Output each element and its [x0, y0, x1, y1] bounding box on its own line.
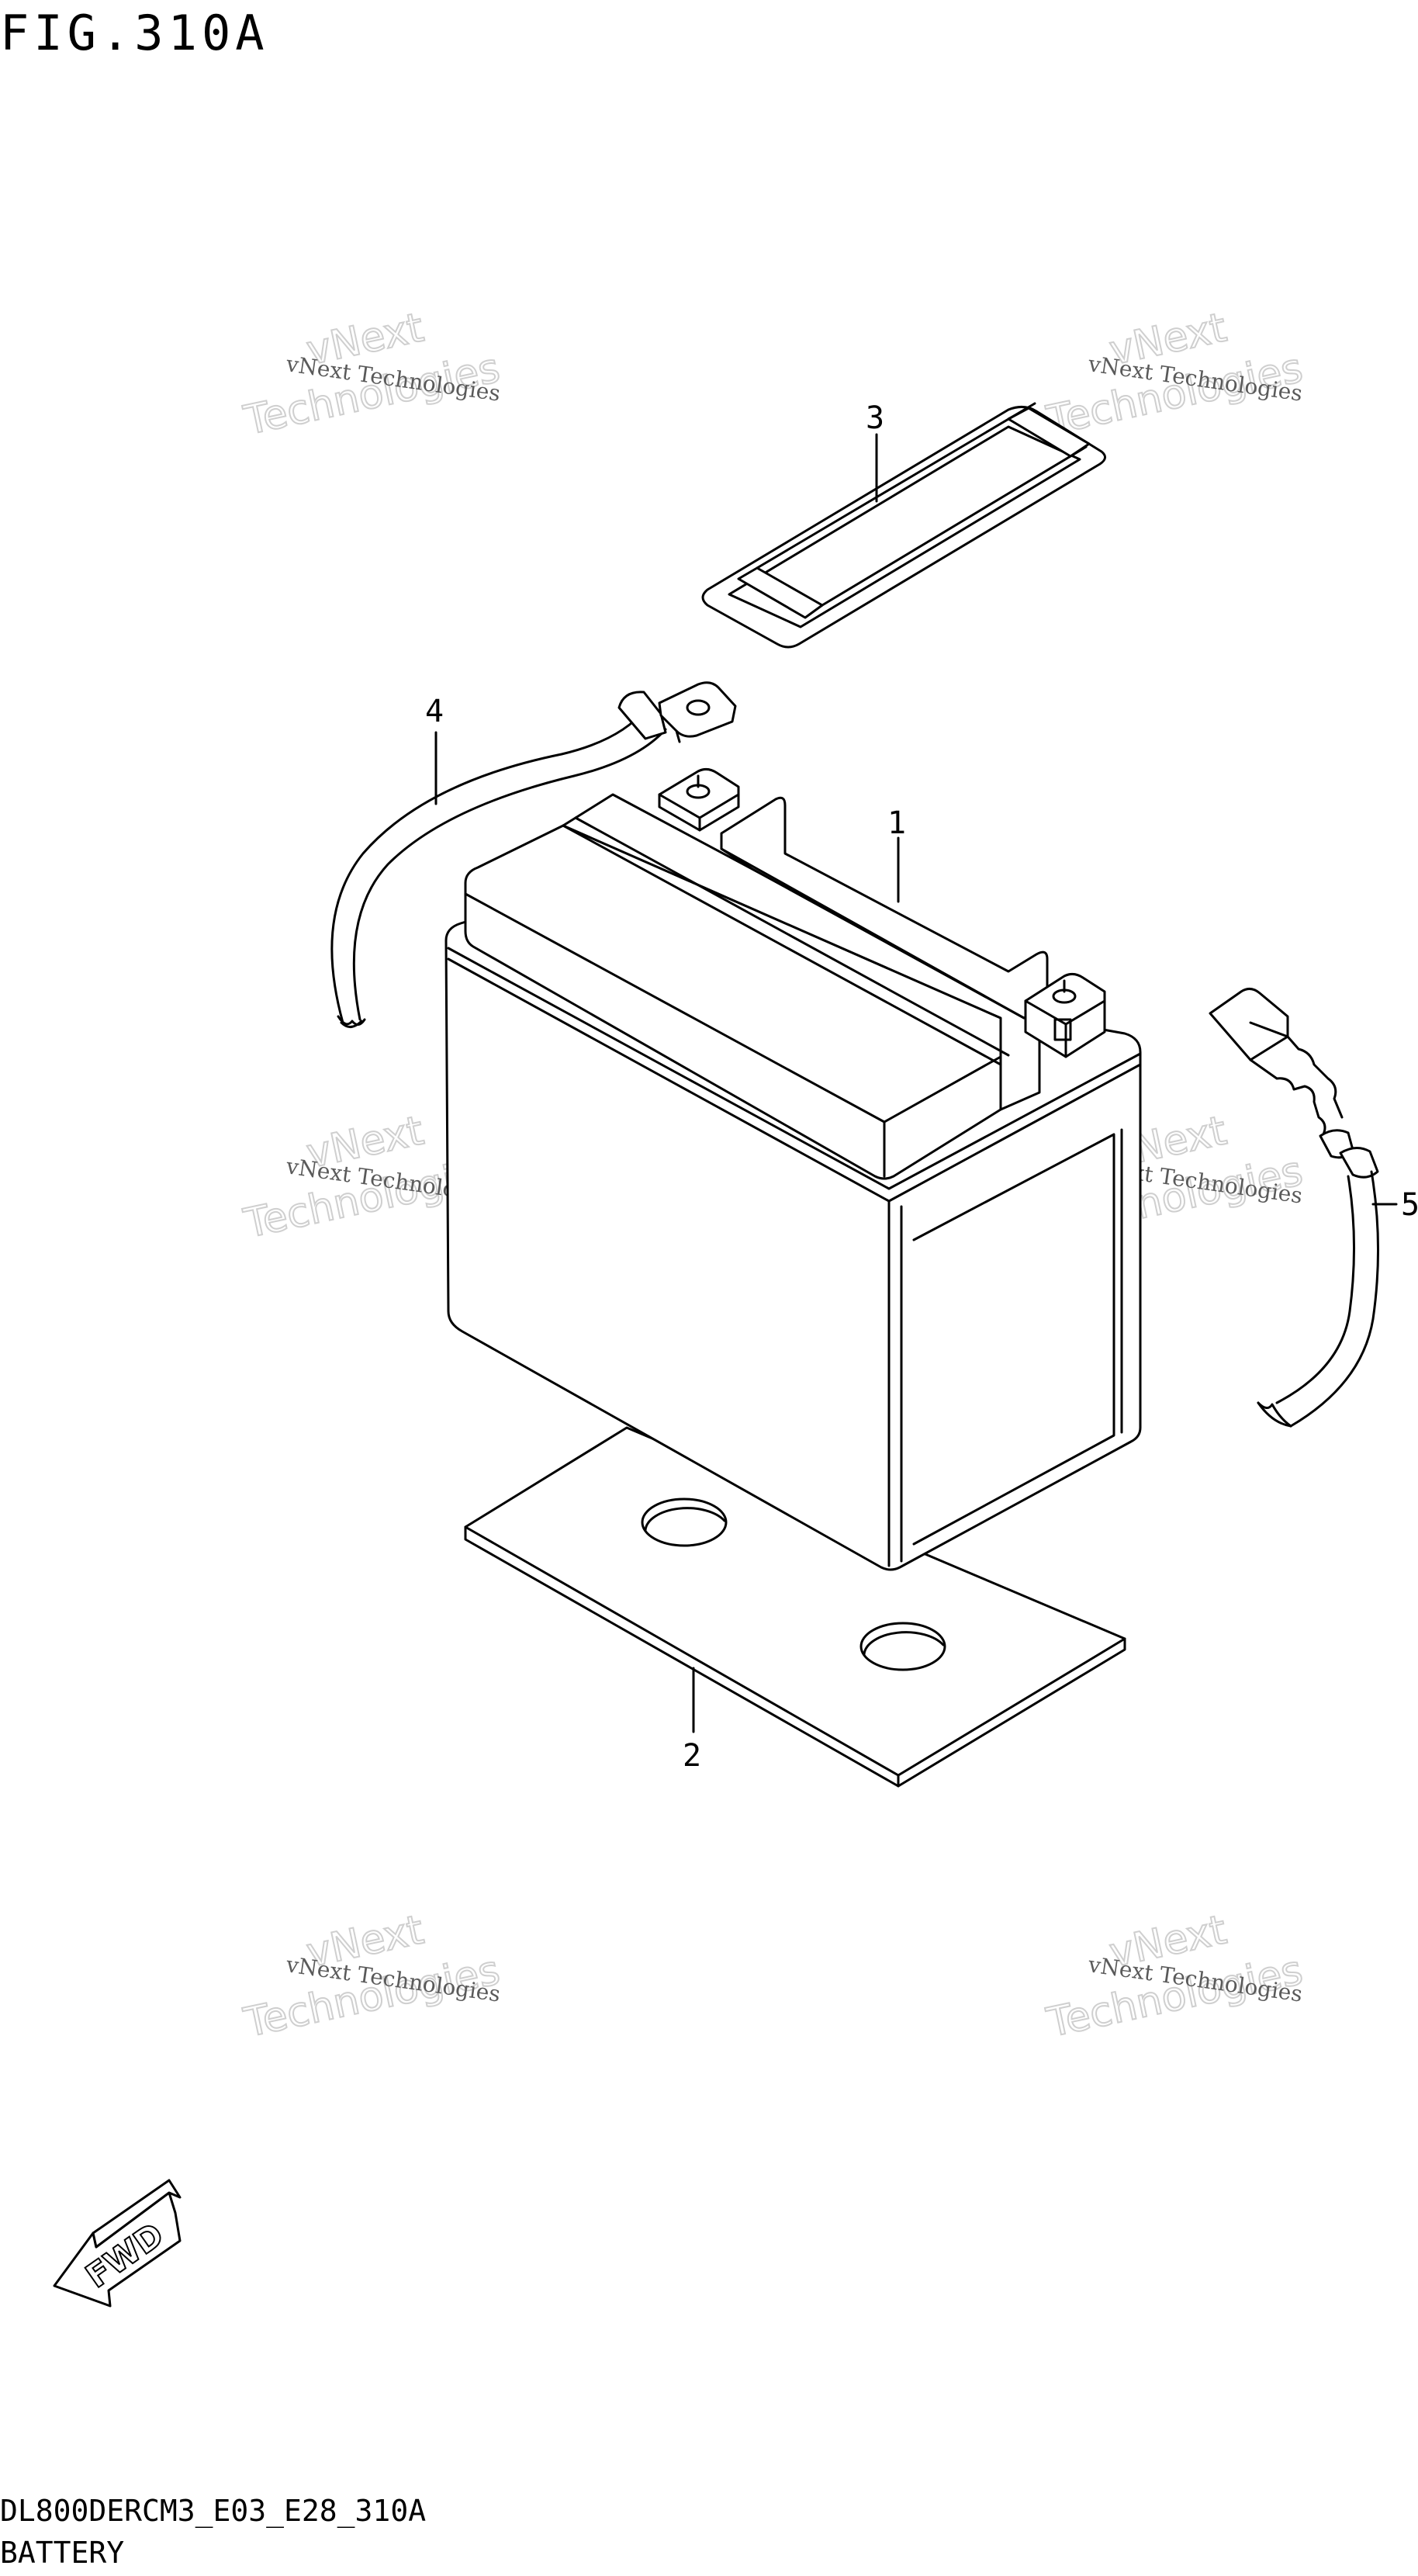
callout-3: 3 — [866, 400, 884, 503]
battery — [444, 767, 1142, 1571]
callout-label: 4 — [425, 694, 444, 729]
watermark-top-left: Technologies vNext vNext Technologies — [239, 303, 504, 445]
watermark-bottom-right: Technologies vNext vNext Technologies — [1042, 1906, 1307, 2047]
negative-lead-wire — [1209, 988, 1379, 1428]
callout-label: 1 — [887, 805, 906, 841]
callout-5: 5 — [1371, 1187, 1418, 1223]
callout-2: 2 — [683, 1667, 701, 1774]
watermark-bottom-left: Technologies vNext vNext Technologies — [239, 1906, 504, 2047]
battery-plate — [464, 1426, 1126, 1788]
battery-band — [701, 402, 1106, 649]
watermark-top-right: Technologies vNext vNext Technologies — [1042, 303, 1307, 445]
callout-4: 4 — [425, 694, 444, 805]
forward-arrow-icon: FWD — [53, 2179, 182, 2308]
figure-title: FIG.310A — [0, 5, 269, 61]
callout-label: 3 — [866, 400, 884, 436]
positive-lead-wire — [330, 681, 737, 1028]
figure-code: DL800DERCM3_E03_E28_310A — [0, 2494, 427, 2528]
callout-label: 2 — [683, 1738, 701, 1774]
figure-name: BATTERY — [0, 2536, 125, 2570]
callout-1: 1 — [887, 805, 906, 903]
callout-label: 5 — [1401, 1187, 1418, 1223]
